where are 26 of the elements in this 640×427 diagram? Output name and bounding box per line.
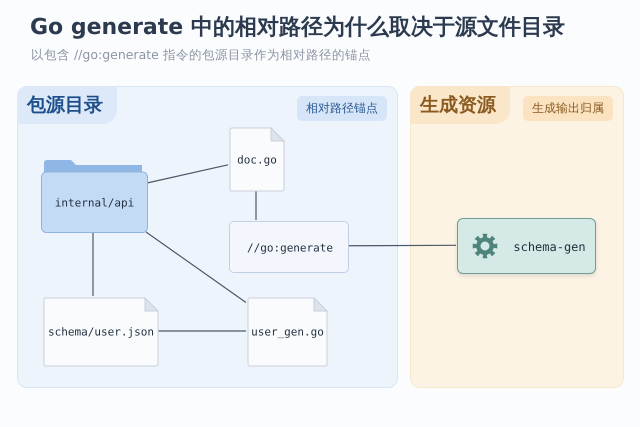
title: Go generate 中的相对路径为什么取决于源文件目录 — [30, 14, 565, 42]
node-label: user_gen.go — [251, 326, 324, 338]
connector-line — [255, 191, 257, 220]
directive-box — [229, 221, 349, 273]
folder-node — [41, 159, 148, 233]
connector-line — [158, 330, 246, 332]
tag-label: 相对路径锚点 — [297, 96, 387, 121]
connector-line — [348, 244, 456, 246]
connector-line — [146, 164, 228, 184]
group-heading: 生成资源 — [410, 86, 510, 124]
tool-box — [457, 218, 596, 274]
subtitle: 以包含 //go:generate 指令的包源目录作为相对路径的锚点 — [31, 47, 371, 64]
node-label: internal/api — [54, 196, 134, 209]
group-panel — [17, 86, 398, 388]
file-icon-node — [247, 297, 328, 367]
node-label: schema-gen — [513, 240, 586, 254]
node-label: doc.go — [237, 153, 277, 166]
connector-line — [146, 232, 246, 303]
tag-label: 生成输出归属 — [523, 96, 613, 121]
group-heading: 包源目录 — [17, 86, 117, 124]
group-panel — [410, 86, 624, 388]
file-icon-node — [43, 297, 159, 367]
file-icon-node — [229, 127, 285, 192]
node-label: schema/user.json — [48, 326, 154, 338]
connector-line — [92, 232, 94, 296]
node-label: //go:generate — [246, 242, 334, 254]
